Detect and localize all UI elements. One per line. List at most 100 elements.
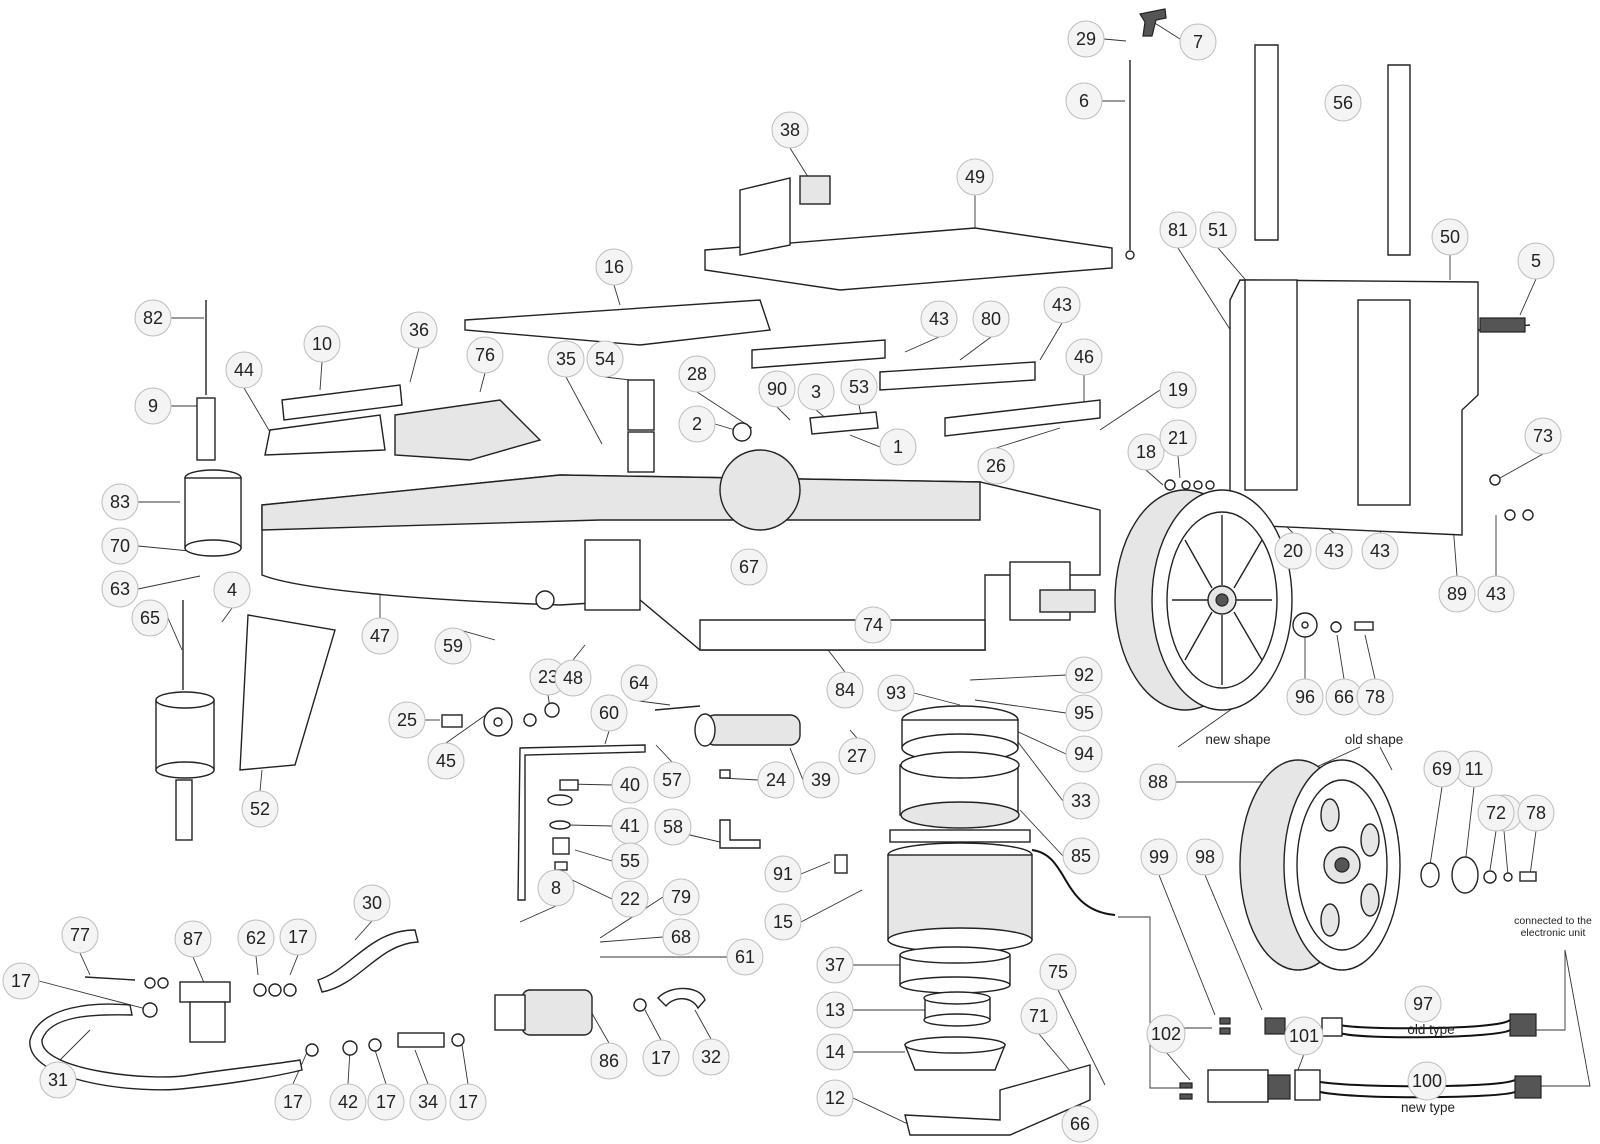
callout-number: 48 [563, 668, 583, 688]
callout-bubble [590, 694, 628, 732]
callout-number: 44 [234, 360, 254, 380]
callout-bubble [225, 351, 263, 389]
callout-bubble [1065, 338, 1103, 376]
callout-number: 17 [651, 1048, 671, 1068]
callout-number: 79 [671, 887, 691, 907]
callout-bubble [388, 701, 426, 739]
callout-number: 17 [376, 1092, 396, 1112]
callout-number: 12 [825, 1088, 845, 1108]
callout-bubble [367, 1083, 405, 1121]
callout-number: 58 [663, 817, 683, 837]
callout-bubble [854, 606, 892, 644]
rear-plate [1229, 44, 1531, 536]
motor-stack [834, 705, 1116, 1136]
main-frame [261, 449, 1101, 651]
part-callout-55: 55 [611, 842, 649, 880]
callout-number: 18 [1136, 442, 1156, 462]
callout-bubble [611, 842, 649, 880]
part-callout-66: 66 [1325, 678, 1363, 716]
part-callout-21: 21 [1159, 419, 1197, 457]
callout-bubble [1324, 84, 1362, 122]
callout-bubble [678, 405, 716, 443]
wheel-hardware [1164, 474, 1537, 894]
callout-bubble [101, 483, 139, 521]
callout-number: 32 [701, 1047, 721, 1067]
callout-number: 81 [1168, 220, 1188, 240]
part-callout-43: 43 [1477, 575, 1515, 613]
part-callout-48: 48 [554, 659, 592, 697]
callout-number: 90 [767, 379, 787, 399]
part-callout-78: 78 [1517, 794, 1555, 832]
callout-number: 41 [620, 816, 640, 836]
callout-bubble [1146, 1014, 1186, 1054]
callout-bubble [547, 340, 585, 378]
callout-number: 65 [140, 608, 160, 628]
callout-number: 10 [312, 334, 332, 354]
wiring-harness [1118, 916, 1591, 1103]
part-callout-47: 47 [361, 617, 399, 655]
battery-tray [704, 175, 1113, 291]
callout-number: 67 [739, 557, 759, 577]
callout-number: 8 [551, 878, 561, 898]
part-callout-17: 17 [2, 962, 40, 1000]
callout-number: 16 [604, 257, 624, 277]
callout-number: 99 [1149, 847, 1169, 867]
callout-number: 49 [965, 167, 985, 187]
callout-bubble [797, 373, 835, 411]
callout-number: 62 [246, 928, 266, 948]
part-callout-43: 43 [920, 300, 958, 338]
callout-bubble [537, 869, 575, 907]
part-callout-92: 92 [1065, 656, 1103, 694]
callout-bubble [920, 300, 958, 338]
callout-bubble [1065, 656, 1103, 694]
callout-bubble [956, 158, 994, 196]
callout-number: 100 [1412, 1071, 1442, 1091]
callout-bubble [1517, 242, 1555, 280]
callout-number: 43 [929, 309, 949, 329]
callout-number: 33 [1071, 791, 1091, 811]
part-callout-26: 26 [977, 447, 1015, 485]
part-callout-79: 79 [662, 878, 700, 916]
note-old-type: old type [1407, 1022, 1454, 1037]
callout-number: 34 [418, 1092, 438, 1112]
callout-number: 37 [825, 955, 845, 975]
callout-number: 86 [599, 1051, 619, 1071]
callout-number: 82 [143, 308, 163, 328]
callout-bubble [1286, 678, 1324, 716]
callout-number: 68 [671, 927, 691, 947]
part-callout-11: 11 [1455, 750, 1493, 788]
callout-bubble [726, 938, 764, 976]
callout-bubble [1140, 838, 1178, 876]
part-callout-13: 13 [816, 991, 854, 1029]
part-callout-14: 14 [816, 1033, 854, 1071]
part-callout-35: 35 [547, 340, 585, 378]
callout-number: 45 [436, 751, 456, 771]
part-callout-30: 30 [353, 884, 391, 922]
part-callout-59: 59 [434, 627, 472, 665]
callout-bubble [1159, 371, 1197, 409]
part-callout-100: 100 [1407, 1061, 1447, 1101]
callout-number: 42 [338, 1092, 358, 1112]
callout-bubble [1186, 838, 1224, 876]
part-callout-25: 25 [388, 701, 426, 739]
part-callout-101: 101 [1284, 1016, 1324, 1056]
callout-number: 26 [986, 456, 1006, 476]
part-callout-98: 98 [1186, 838, 1224, 876]
callout-bubble [838, 737, 876, 775]
callout-number: 20 [1283, 541, 1303, 561]
part-callout-75: 75 [1039, 953, 1077, 991]
callout-number: 2 [692, 414, 702, 434]
part-callout-97: 97 [1404, 985, 1442, 1023]
part-callout-8: 8 [537, 869, 575, 907]
part-callout-71: 71 [1020, 997, 1058, 1035]
part-callout-53: 53 [840, 368, 878, 406]
callout-number: 21 [1168, 428, 1188, 448]
part-callout-51: 51 [1199, 211, 1237, 249]
callout-number: 4 [227, 580, 237, 600]
callout-bubble [692, 1038, 730, 1076]
handle-rod [1125, 8, 1167, 260]
callout-number: 13 [825, 1000, 845, 1020]
callout-number: 17 [288, 927, 308, 947]
callout-bubble [972, 300, 1010, 338]
callout-number: 25 [397, 710, 417, 730]
